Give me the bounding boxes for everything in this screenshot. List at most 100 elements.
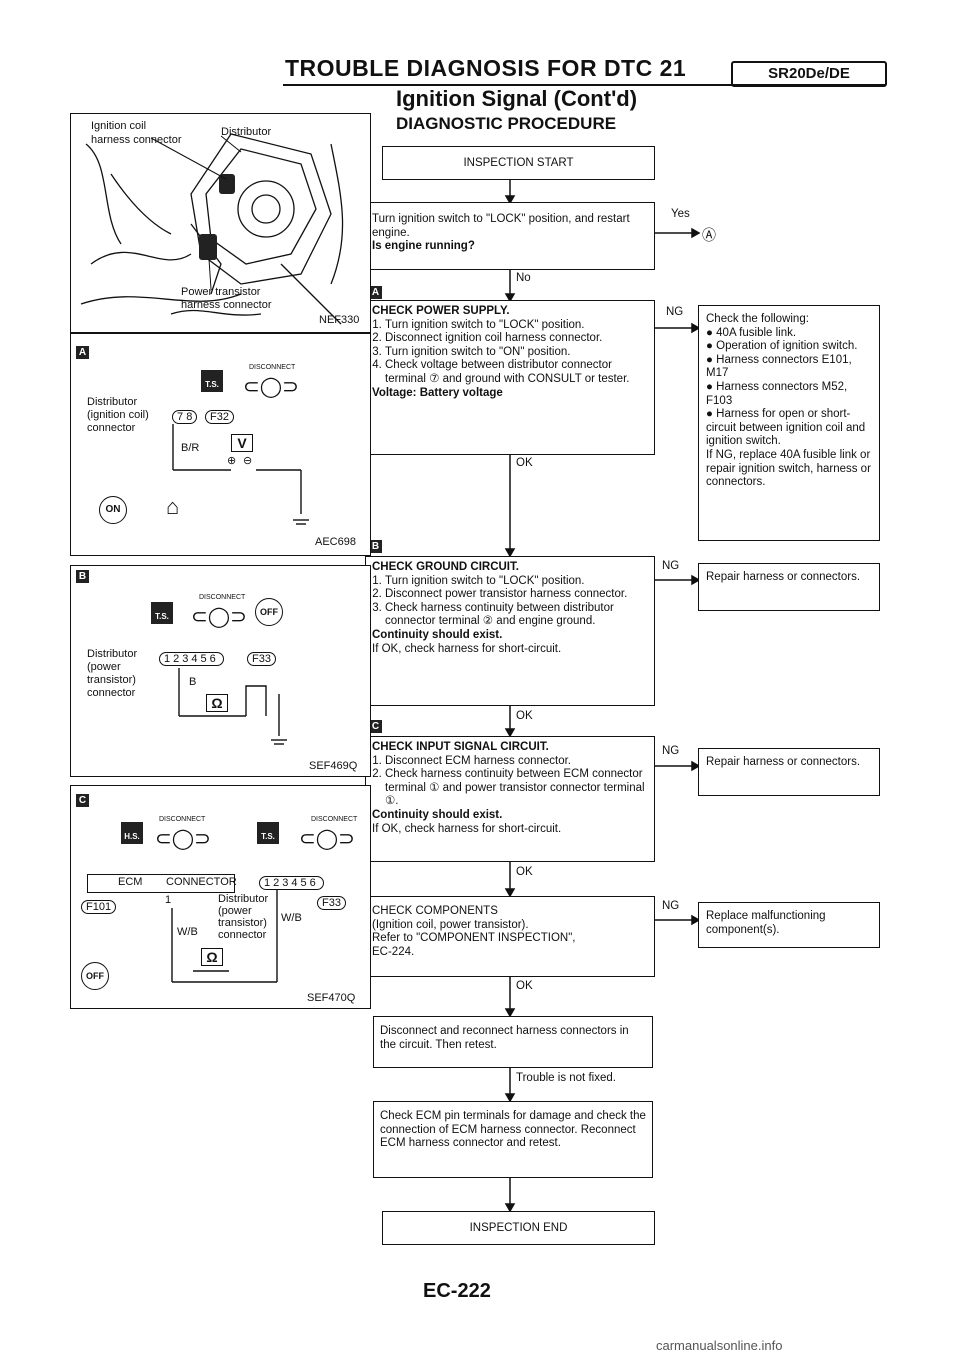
power-ng-intro: Check the following: bbox=[706, 313, 809, 325]
minus-terminal: ⊖ bbox=[243, 455, 253, 467]
key-off-icon: OFF bbox=[255, 598, 283, 626]
disconnect-label: DISCONNECT bbox=[311, 816, 358, 823]
plus-terminal: ⊕ bbox=[227, 455, 237, 467]
fig-a-wiring bbox=[172, 424, 309, 525]
check-ecm-text: Check ECM pin terminals for damage and c… bbox=[380, 1110, 646, 1150]
fig-c-code: SEF470Q bbox=[307, 992, 356, 1004]
figure-mark-c: C bbox=[76, 794, 89, 807]
check-input-step: Disconnect ECM harness connector. bbox=[385, 755, 648, 769]
inspection-start-label: INSPECTION START bbox=[463, 157, 574, 169]
page-number: EC-222 bbox=[423, 1280, 491, 1302]
disconnect-icon: ⊂◯⊃ bbox=[155, 828, 211, 850]
figure-b-panel: B T.S. DISCONNECT ⊂◯⊃ OFF Distributor (p… bbox=[70, 565, 371, 777]
input-ng-text: Repair harness or connectors. bbox=[706, 756, 861, 768]
components-line: EC-224. bbox=[372, 945, 415, 958]
check-ground-step: Turn ignition switch to "LOCK" position. bbox=[385, 575, 648, 589]
disconnect-icon: ⊂◯⊃ bbox=[191, 606, 247, 628]
ecm-connector-block: ECM CONNECTOR bbox=[87, 874, 237, 893]
fig-a-connector: F32 bbox=[205, 410, 234, 424]
ohmmeter: Ω bbox=[201, 948, 223, 966]
fig-b-left-label: connector bbox=[87, 687, 136, 699]
check-ground-box: CHECK GROUND CIRCUIT. Turn ignition swit… bbox=[365, 556, 655, 706]
flow-mark-b: B bbox=[369, 540, 382, 553]
check-input-title: CHECK INPUT SIGNAL CIRCUIT. bbox=[372, 741, 549, 753]
yes-label: Yes bbox=[671, 208, 690, 220]
ok-label-c: OK bbox=[516, 866, 533, 878]
check-power-result: Voltage: Battery voltage bbox=[372, 386, 503, 399]
photo-panel: Ignition coil harness connector Distribu… bbox=[70, 113, 371, 333]
ground-ng-text: Repair harness or connectors. bbox=[706, 571, 861, 583]
fig-a-left-label: Distributor bbox=[87, 396, 138, 408]
ok-label-components: OK bbox=[516, 980, 533, 992]
fig-b-pins: 123456 bbox=[159, 652, 224, 666]
check-components-box: CHECK COMPONENTS (Ignition coil, power t… bbox=[365, 896, 655, 977]
fig-c-right-label: (power bbox=[218, 905, 252, 917]
check-input-note: If OK, check harness for short-circuit. bbox=[372, 822, 562, 835]
goto-a-label: Ⓐ bbox=[702, 227, 716, 243]
power-ng-item: ● 40A fusible link. bbox=[706, 326, 797, 339]
photo-label-transistor: Power transistor bbox=[181, 286, 261, 298]
fig-a-pins: 7 8 bbox=[172, 410, 198, 424]
check-power-supply-box: CHECK POWER SUPPLY. Turn ignition switch… bbox=[365, 300, 655, 455]
check-power-step: Turn ignition switch to "LOCK" position. bbox=[385, 319, 648, 333]
engine-badge: SR20De/DE bbox=[731, 61, 887, 87]
fig-b-left-label: transistor) bbox=[87, 674, 136, 686]
photo-figure-code: NEF330 bbox=[319, 314, 360, 326]
fig-c-connector-left: F101 bbox=[81, 900, 117, 914]
inspection-start-box: INSPECTION START bbox=[382, 146, 655, 180]
check-ground-result: Continuity should exist. bbox=[372, 628, 503, 641]
photo-label-coil: Ignition coil bbox=[91, 120, 147, 132]
photo-label-harness: harness connector bbox=[91, 134, 182, 146]
disconnect-label: DISCONNECT bbox=[159, 816, 206, 823]
photo-label-transistor-harness: harness connector bbox=[181, 299, 272, 311]
components-line: CHECK COMPONENTS bbox=[372, 905, 498, 917]
tester-icon-hs: H.S. bbox=[121, 822, 143, 844]
power-ng-footer: If NG, replace 40A fusible link or repai… bbox=[706, 448, 871, 489]
fig-b-left-label: Distributor bbox=[87, 648, 138, 660]
fig-c-right-label: connector bbox=[218, 929, 267, 941]
fig-c-connector-right: F33 bbox=[317, 896, 346, 910]
fig-c-pin-1: 1 bbox=[165, 894, 172, 906]
power-ng-item: ● Harness connectors M52, F103 bbox=[706, 380, 848, 407]
fig-b-wiring bbox=[178, 668, 287, 745]
check-ground-note: If OK, check harness for short-circuit. bbox=[372, 642, 562, 655]
fig-c-right-label: Distributor bbox=[218, 893, 269, 905]
tester-icon: T.S. bbox=[201, 370, 223, 392]
check-power-step: Check voltage between distributor connec… bbox=[385, 359, 648, 386]
disconnect-label: DISCONNECT bbox=[199, 594, 246, 601]
ground-ng-box: Repair harness or connectors. bbox=[698, 563, 880, 611]
input-ng-box: Repair harness or connectors. bbox=[698, 748, 880, 796]
step1-text: Turn ignition switch to "LOCK" position,… bbox=[372, 213, 630, 239]
fig-a-wire: B/R bbox=[181, 442, 200, 454]
check-input-signal-box: CHECK INPUT SIGNAL CIRCUIT. Disconnect E… bbox=[365, 736, 655, 862]
disconnect-label: DISCONNECT bbox=[249, 364, 296, 371]
ng-label-c: NG bbox=[662, 745, 680, 757]
fig-c-pins: 123456 bbox=[259, 876, 324, 890]
ng-label-components: NG bbox=[662, 900, 680, 912]
no-label: No bbox=[516, 272, 531, 284]
procedure-heading: DIAGNOSTIC PROCEDURE bbox=[396, 114, 617, 133]
power-ng-item: ● Operation of ignition switch. bbox=[706, 340, 858, 353]
flow-mark-c: C bbox=[369, 720, 382, 733]
key-off-icon: OFF bbox=[81, 962, 109, 990]
power-ng-box: Check the following: ● 40A fusible link.… bbox=[698, 305, 880, 541]
check-ground-step: Disconnect power transistor harness conn… bbox=[385, 588, 648, 602]
fig-b-wire: B bbox=[189, 676, 197, 688]
ng-label-b: NG bbox=[662, 560, 680, 572]
check-input-step: Check harness continuity between ECM con… bbox=[385, 768, 648, 809]
voltmeter: V bbox=[231, 434, 253, 452]
reconnect-box: Disconnect and reconnect harness connect… bbox=[373, 1016, 653, 1068]
components-line: (Ignition coil, power transistor). bbox=[372, 918, 529, 931]
components-line: Refer to "COMPONENT INSPECTION", bbox=[372, 932, 576, 945]
inspection-end-label: INSPECTION END bbox=[469, 1222, 568, 1234]
power-ng-item: ● Harness for open or short-circuit betw… bbox=[706, 408, 866, 448]
step1-box: Turn ignition switch to "LOCK" position,… bbox=[365, 202, 655, 270]
ok-label-a: OK bbox=[516, 457, 533, 469]
fig-a-code: AEC698 bbox=[315, 536, 356, 548]
reconnect-text: Disconnect and reconnect harness connect… bbox=[380, 1025, 629, 1051]
fig-c-wiring bbox=[171, 890, 278, 983]
header-rule bbox=[283, 84, 886, 86]
figure-mark-a: A bbox=[76, 346, 89, 359]
figure-mark-b: B bbox=[76, 570, 89, 583]
